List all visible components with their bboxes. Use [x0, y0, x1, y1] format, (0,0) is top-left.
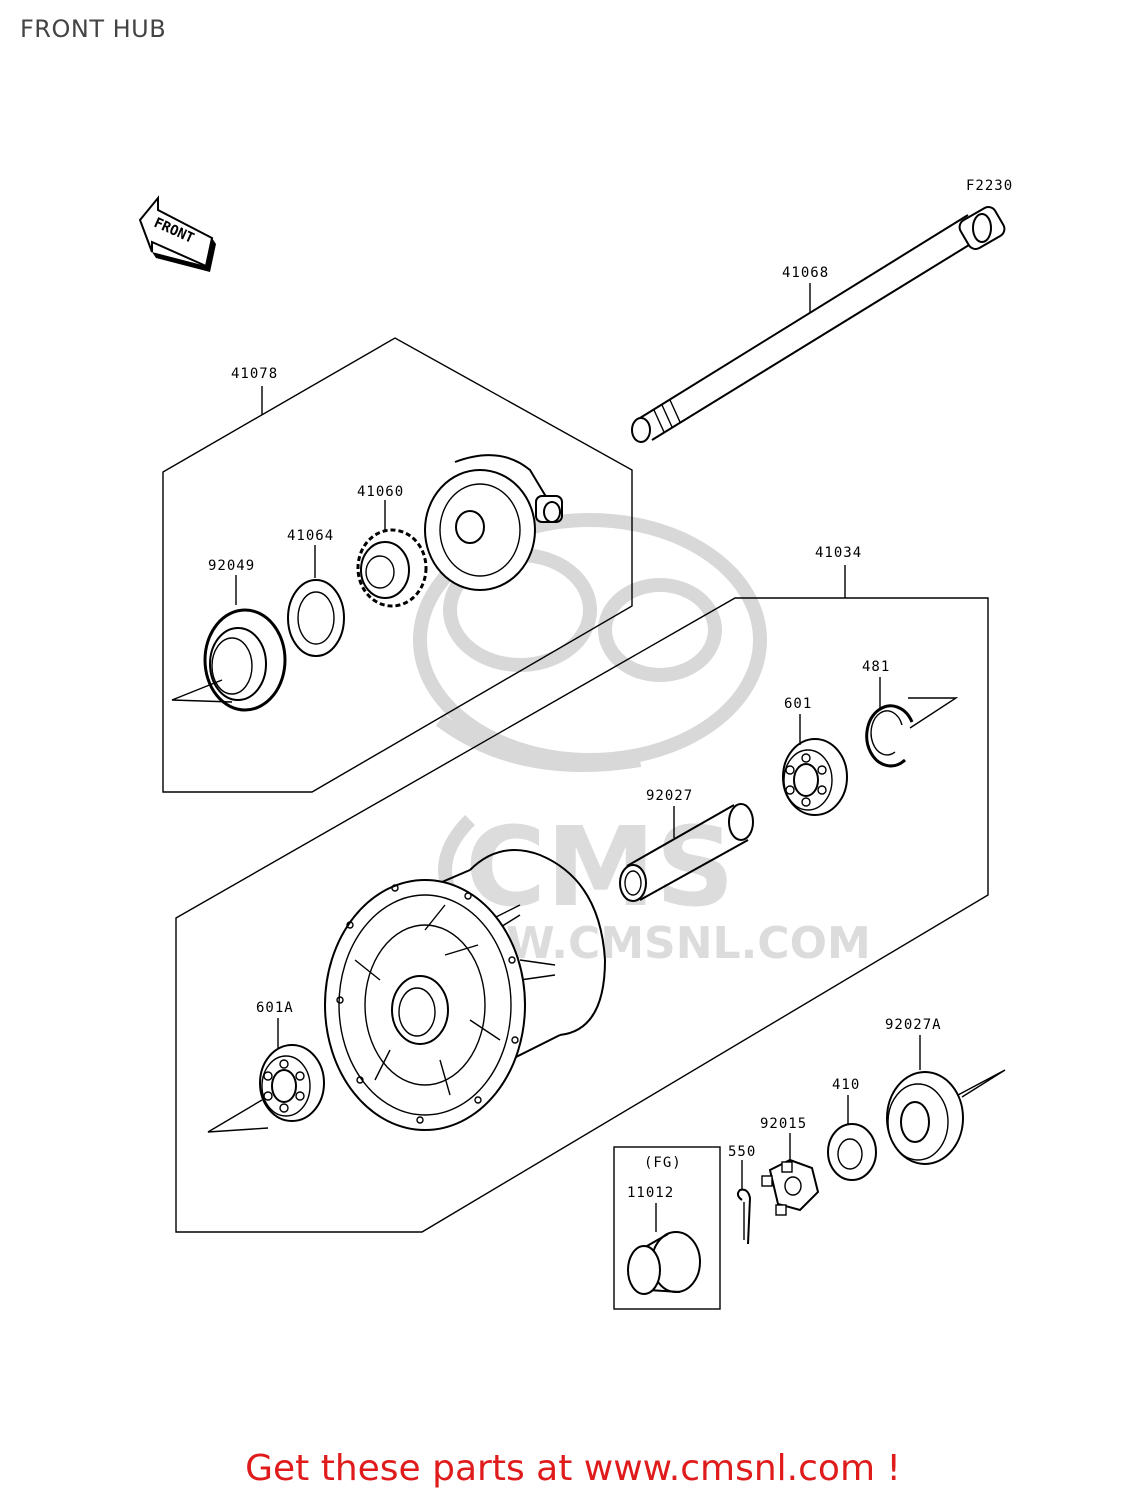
cap-11012	[627, 1231, 701, 1295]
oil-seal-92049	[203, 608, 287, 712]
page-title: FRONT HUB	[20, 15, 167, 43]
collar-92027A	[886, 1071, 964, 1165]
fg-option-box	[613, 1146, 721, 1310]
circlip-481	[865, 704, 914, 768]
speedometer-gearbox	[424, 454, 563, 591]
speedometer-gear-41060	[356, 528, 428, 608]
part-label-481[interactable]: 481	[862, 659, 890, 675]
part-label-601A[interactable]: 601A	[256, 1000, 294, 1016]
part-label-601[interactable]: 601	[784, 696, 812, 712]
assembly-outline-41078	[162, 337, 633, 793]
part-label-92015[interactable]: 92015	[760, 1116, 807, 1132]
part-label-410[interactable]: 410	[832, 1077, 860, 1093]
castle-nut-92015	[761, 1158, 820, 1216]
part-label-92027A[interactable]: 92027A	[885, 1017, 942, 1033]
retainer-41064	[287, 579, 345, 657]
bearing-601A	[259, 1044, 325, 1122]
diagram-code: F2230	[966, 178, 1013, 194]
axle-41068	[631, 206, 1006, 443]
assembly-outline-41034	[175, 597, 989, 1233]
footer-shop-link[interactable]: Get these parts at www.cmsnl.com !	[245, 1448, 901, 1489]
cotter-pin-550	[736, 1188, 752, 1245]
fg-box-label: (FG)	[644, 1155, 682, 1171]
part-label-41068[interactable]: 41068	[782, 265, 829, 281]
part-label-41034[interactable]: 41034	[815, 545, 862, 561]
washer-410	[827, 1123, 877, 1181]
collar-92027	[619, 803, 754, 902]
part-label-41060[interactable]: 41060	[357, 484, 404, 500]
part-label-41064[interactable]: 41064	[287, 528, 334, 544]
front-direction-arrow-icon: FRONT	[138, 195, 216, 272]
part-label-550[interactable]: 550	[728, 1144, 756, 1160]
part-label-92027[interactable]: 92027	[646, 788, 693, 804]
part-label-41078[interactable]: 41078	[231, 366, 278, 382]
part-label-11012[interactable]: 11012	[627, 1185, 674, 1201]
part-label-92049[interactable]: 92049	[208, 558, 255, 574]
wheel-hub	[324, 849, 607, 1131]
bearing-601	[782, 738, 848, 816]
